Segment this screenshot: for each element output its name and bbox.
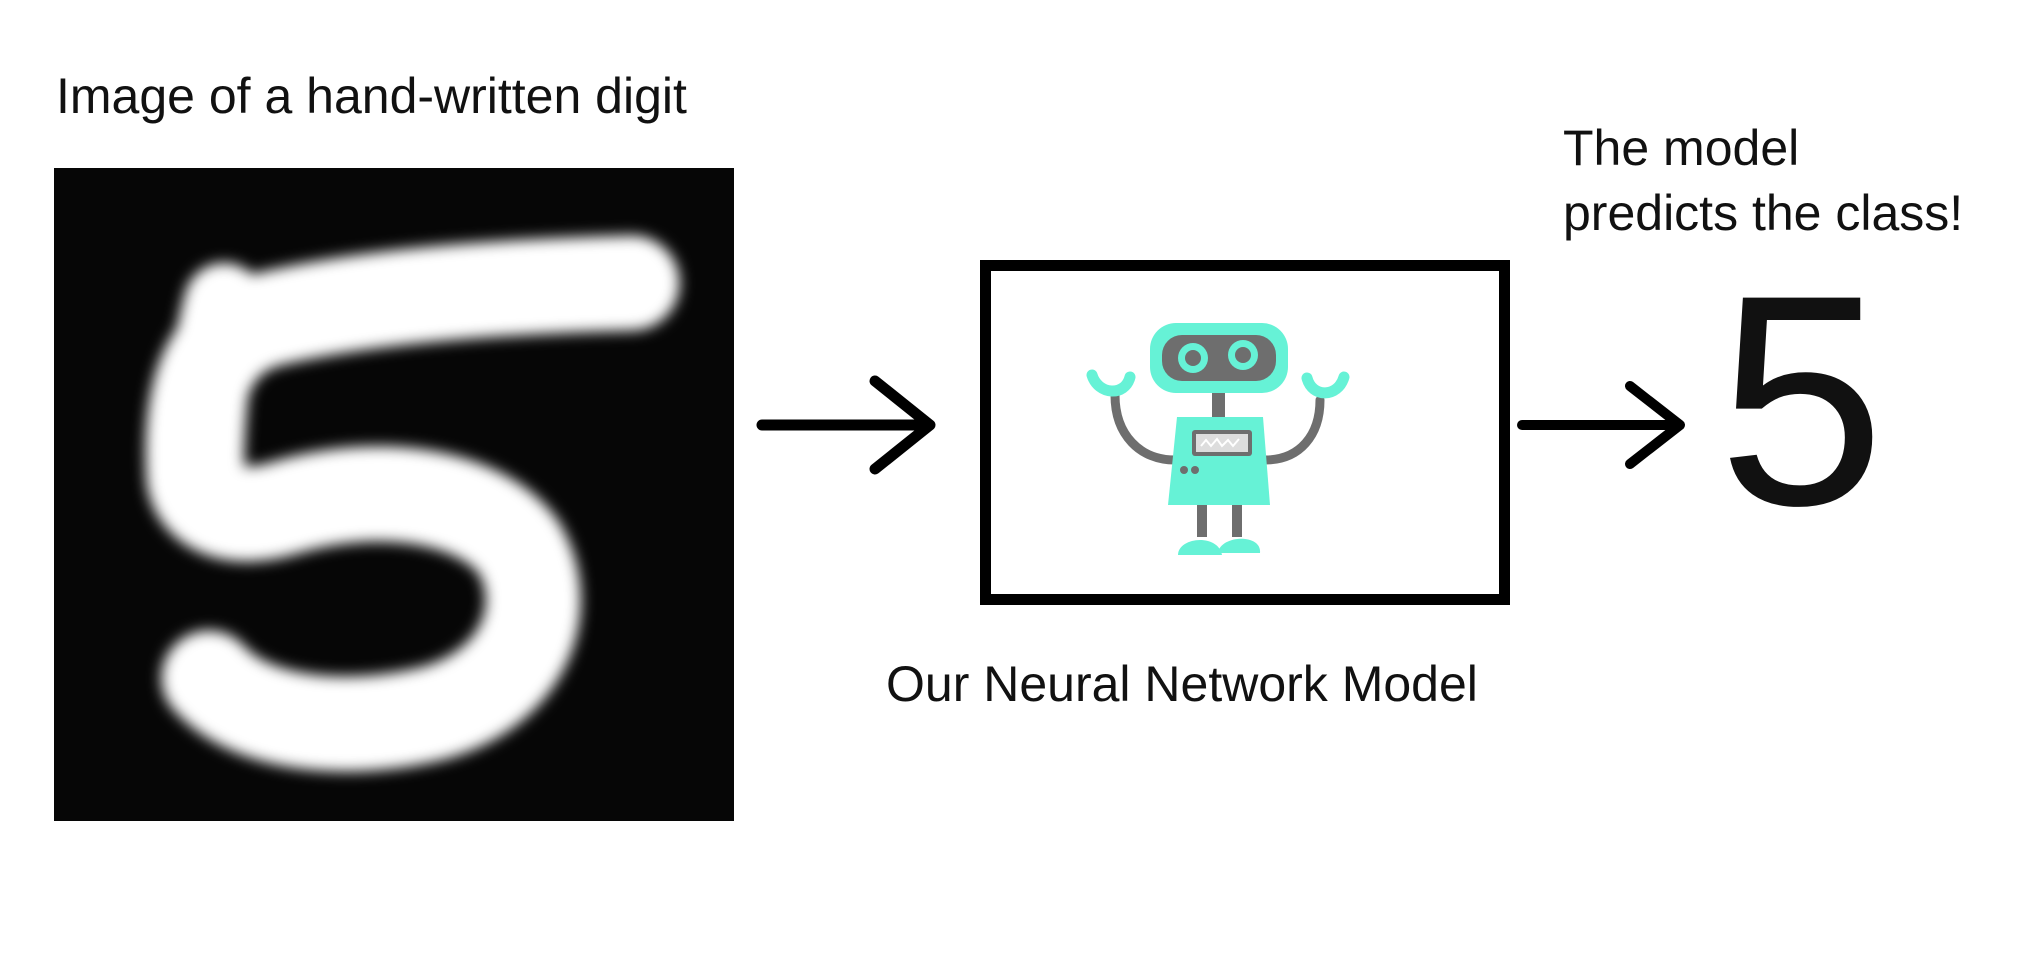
- prediction-caption-line-2: predicts the class!: [1563, 185, 1964, 241]
- prediction-caption-line-1: The model: [1563, 120, 1800, 176]
- predicted-class: 5: [1718, 232, 1885, 568]
- arrow-icon: [756, 375, 940, 475]
- prediction-caption: The model predicts the class!: [1563, 116, 1963, 246]
- arrow-icon: [1517, 380, 1690, 470]
- model-caption: Our Neural Network Model: [886, 656, 1478, 712]
- robot-icon: [1080, 305, 1360, 565]
- input-image-caption: Image of a hand-written digit: [56, 68, 687, 124]
- handwritten-digit-image: [54, 168, 734, 821]
- handwritten-digit-five: [145, 235, 680, 772]
